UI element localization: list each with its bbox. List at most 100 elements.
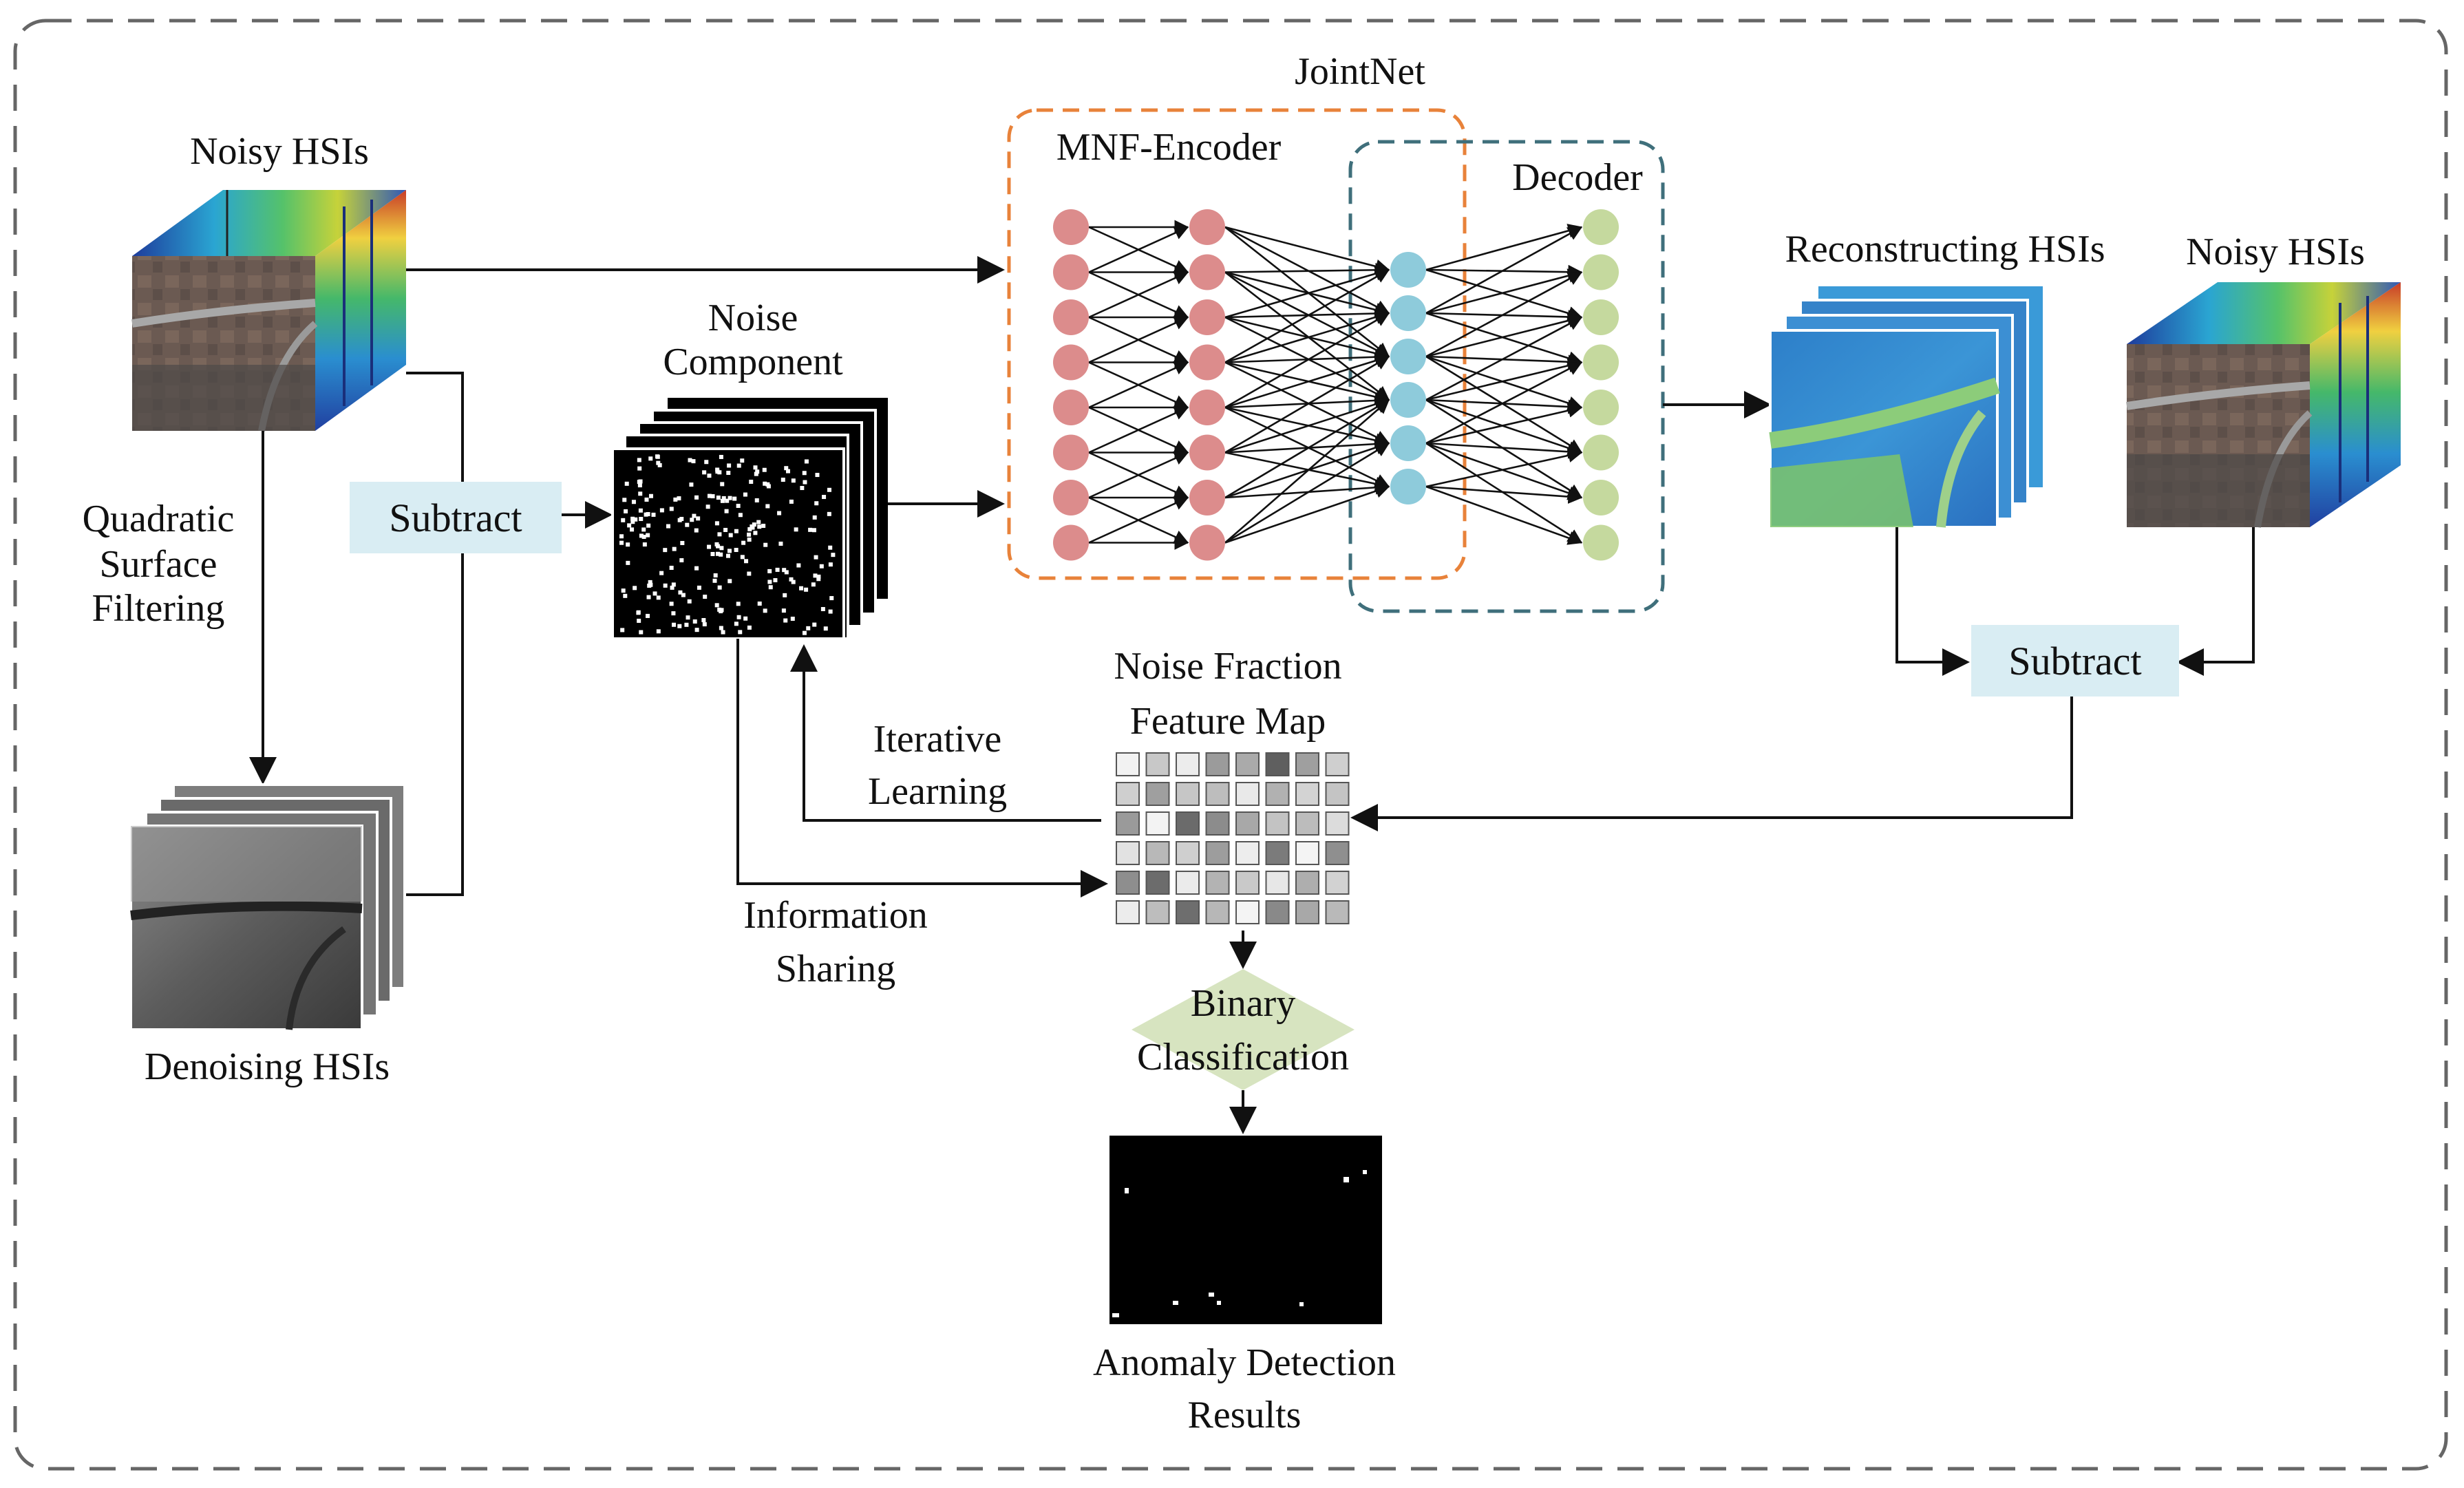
input-node [1053, 480, 1089, 516]
network-edge [1425, 361, 1583, 445]
network-edge [1224, 355, 1390, 454]
noise-speckle [814, 501, 819, 506]
noise-speckle [622, 498, 627, 502]
noise-fraction-feature-map [1116, 752, 1350, 924]
noise-speckle [802, 471, 807, 476]
noise-speckle [636, 610, 641, 615]
noisy-hsis-left-label: Noisy HSIs [190, 130, 369, 173]
noise-speckle [714, 521, 719, 526]
binary-label-line2: Classification [1137, 1036, 1349, 1078]
feature-map-cell [1176, 752, 1200, 776]
noise-speckle [646, 613, 650, 618]
noise-speckle [802, 630, 807, 635]
noise-speckle [827, 511, 831, 516]
noise-speckle [728, 533, 733, 538]
feature-map-cell [1295, 841, 1319, 865]
bottleneck-node [1390, 295, 1426, 331]
noise-speckle [747, 571, 752, 576]
noise-speckle [717, 607, 722, 612]
network-edges [1088, 220, 1583, 550]
noise-speckle [624, 481, 629, 486]
noise-speckle [677, 624, 682, 628]
noise-speckle [763, 481, 767, 486]
feature-map-cell [1116, 900, 1140, 924]
noise-speckle [811, 528, 816, 533]
network-edge [1224, 266, 1390, 319]
noise-speckle [784, 570, 789, 575]
noise-speckle [679, 516, 684, 521]
noise-speckle [657, 463, 662, 467]
noise-speckle [696, 516, 701, 521]
noise-speckle [800, 486, 805, 491]
feature-map-cell [1325, 871, 1350, 895]
network-edge [1425, 224, 1583, 271]
encoder-node [1189, 209, 1225, 245]
arrow-subtract-to-feature-map [1350, 697, 2073, 831]
feature-map-cell [1116, 782, 1140, 806]
noise-speckle [796, 563, 801, 568]
noise-speckle [690, 518, 694, 522]
feature-map-cell [1176, 871, 1200, 895]
noise-speckle [655, 454, 660, 459]
feature-map-cell [1265, 900, 1290, 924]
network-edge [1088, 451, 1189, 499]
noise-speckle [666, 524, 670, 529]
noise-speckle [669, 507, 674, 511]
noise-speckle [727, 549, 732, 553]
feature-map-cell [1205, 782, 1230, 806]
feature-map-cell [1295, 811, 1319, 836]
feature-map-cell [1265, 841, 1290, 865]
noise-speckle [627, 523, 632, 528]
noise-speckle [828, 562, 833, 567]
noise-speckle [814, 555, 818, 560]
noise-fraction-label-line1: Noise Fraction [1114, 645, 1341, 688]
noise-speckle [754, 498, 759, 502]
network-edge [1425, 313, 1583, 358]
noise-speckle [721, 630, 725, 635]
feature-map-cell [1116, 841, 1140, 865]
feature-map-cell [1325, 900, 1350, 924]
noise-speckle [750, 524, 754, 529]
noise-speckle [743, 492, 747, 497]
network-edge [1425, 226, 1583, 315]
network-edge [1088, 226, 1189, 273]
network-edge [1088, 496, 1189, 544]
network-edge [1425, 442, 1583, 459]
feature-map-cell [1265, 871, 1290, 895]
noise-speckle [761, 523, 766, 528]
feature-map-cell [1265, 752, 1290, 776]
noise-speckle [639, 533, 644, 538]
noise-speckle [784, 466, 789, 471]
output-node [1583, 299, 1619, 335]
info-label-line2: Sharing [776, 948, 895, 990]
noise-speckle [648, 580, 652, 584]
feature-map-cell [1205, 871, 1230, 895]
noise-speckle [702, 470, 707, 475]
noise-speckle [803, 480, 807, 485]
noise-speckle [688, 458, 692, 463]
feature-map-cell [1295, 871, 1319, 895]
noise-speckle [744, 559, 749, 564]
quadratic-label-line3: Filtering [92, 587, 225, 630]
noise-speckle [719, 546, 724, 551]
reconstructing-hsi-stack [1769, 284, 2046, 529]
noise-speckle [719, 454, 723, 459]
noise-speckle [789, 499, 794, 504]
noise-speckle [633, 586, 637, 591]
feature-map-cell [1205, 752, 1230, 776]
noise-speckle [794, 527, 798, 532]
noise-speckle [808, 527, 813, 532]
noise-speckle [753, 465, 758, 470]
encoder-node [1189, 390, 1225, 425]
noise-speckle [710, 551, 715, 556]
noise-speckle [646, 533, 650, 538]
feature-map-cell [1176, 811, 1200, 836]
encoder-node [1189, 480, 1225, 516]
noise-speckle [725, 498, 730, 503]
noise-speckle [637, 483, 642, 488]
noise-speckle [736, 615, 741, 619]
noise-speckle [692, 513, 697, 518]
noise-speckle [716, 551, 721, 556]
noise-speckle [685, 522, 690, 527]
noise-speckle [732, 496, 737, 501]
